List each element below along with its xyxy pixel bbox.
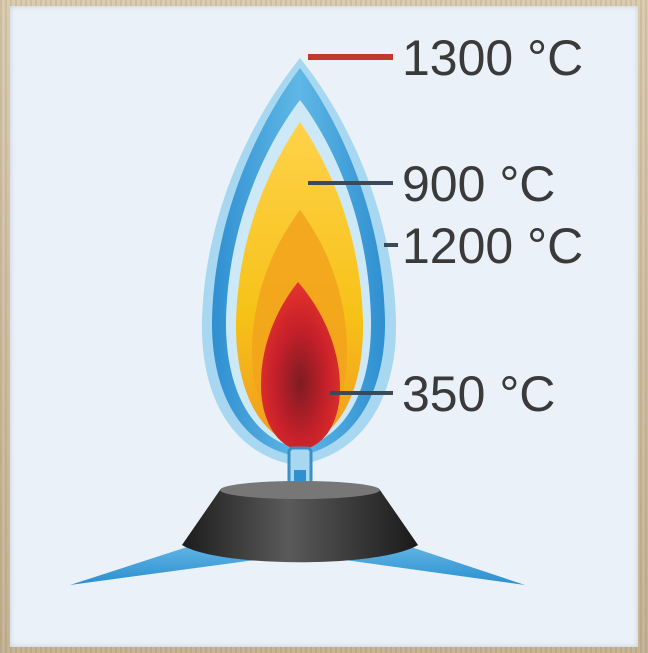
label-1200: 1200 °C <box>402 218 583 274</box>
label-1300: 1300 °C <box>402 30 583 86</box>
burner-top <box>220 481 380 499</box>
inner-red-cone <box>260 282 340 450</box>
label-350: 350 °C <box>402 366 555 422</box>
label-900: 900 °C <box>402 156 555 212</box>
burner-base <box>182 490 418 563</box>
